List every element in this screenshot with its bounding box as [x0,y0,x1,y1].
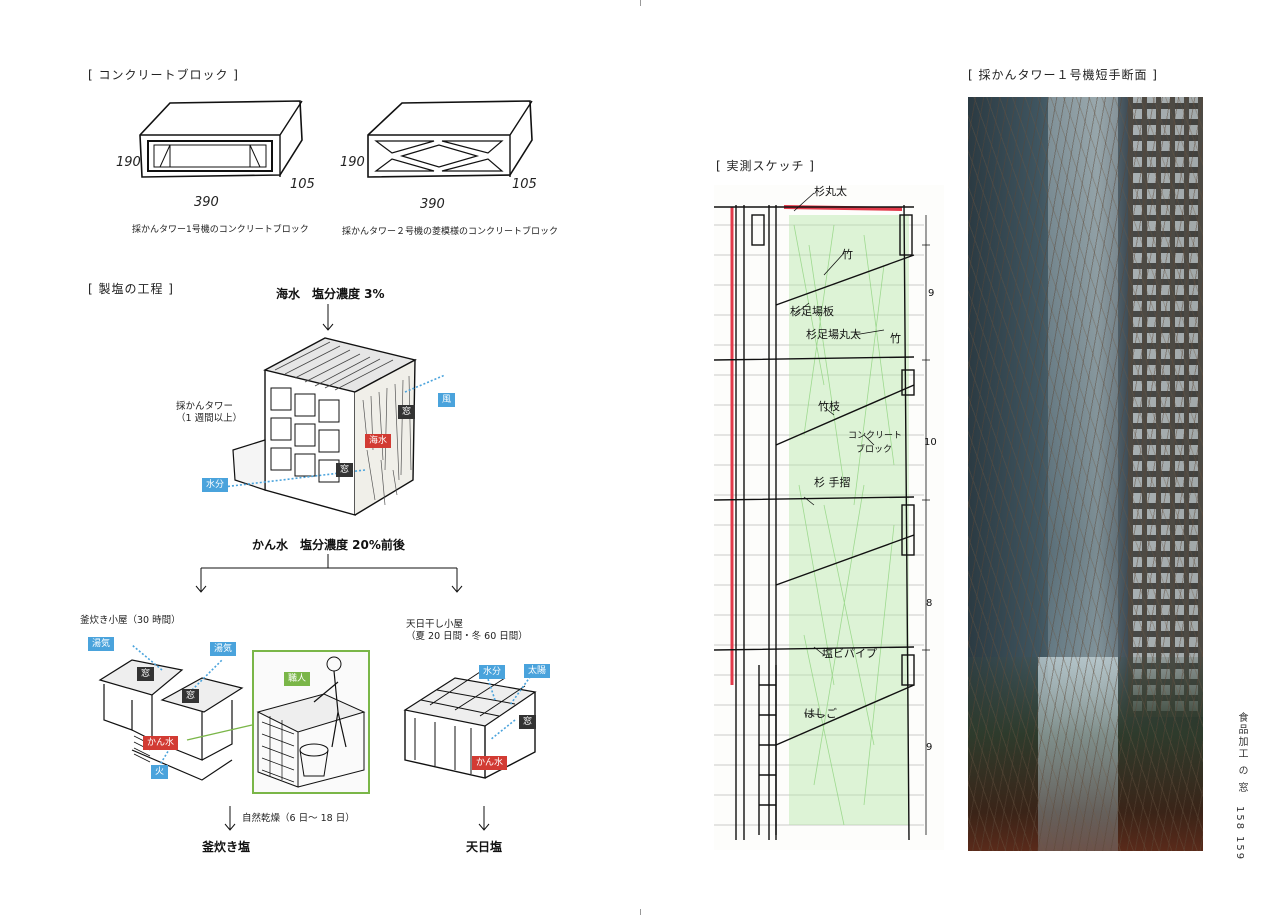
seawater-label: 海水 塩分濃度 3% [276,287,385,301]
arrow-down-sun [478,806,490,831]
gutter-mark-bottom [640,909,641,915]
label-sugi-log: 杉丸太 [814,185,847,198]
block1-dim-190: 190 [116,155,141,170]
measured-sketch [713,192,930,841]
label-scaffold-board: 杉足場板 [790,305,834,318]
kansui-label: かん水 塩分濃度 20%前後 [252,538,405,552]
page-number-159: 159 [1234,836,1245,862]
arrow-down-1 [322,304,334,331]
label-pvc-pipe: 塩ビパイプ [822,647,877,660]
tag-steam-2: 湯気 [210,642,237,656]
block1-caption: 採かんタワー1号機のコンクリートブロック [132,225,309,235]
tag-seawater: 海水 [365,434,392,448]
dry-note: 自然乾燥（6 日〜 18 日） [242,813,355,824]
tenpi-salt: 天日塩 [466,840,503,854]
sketch-paper [714,185,944,850]
sun-hut-label-2: （夏 20 日間・冬 60 日間） [406,631,528,642]
block2-dim-105: 105 [512,177,537,192]
sketch-title: [ 実測スケッチ ] [716,159,815,173]
tag-craftsman: 職人 [284,672,311,686]
tower-drawing [213,337,446,516]
tag-window-1: 窓 [398,405,416,419]
dim-9-b: 9 [926,742,933,753]
page-number-158: 158 [1234,806,1245,832]
tag-sun-kansui: かん水 [472,756,508,770]
photo-water-reflection [1038,657,1118,851]
tower-label-2: （1 週間以上） [176,413,243,424]
kamadaki-salt: 釜炊き塩 [202,840,251,854]
concrete-block-2-drawing [367,100,533,178]
tag-boil-kansui: かん水 [143,736,179,750]
boil-hut-drawing [98,644,253,781]
tower-label-1: 採かんタワー [176,401,234,412]
concrete-block-title: [ コンクリートブロック ] [88,68,239,82]
branch-arrows [195,554,463,593]
tag-boil-window-1: 窓 [137,667,155,681]
block1-dim-390: 390 [194,195,219,210]
label-block: ブロック [856,445,893,455]
label-bamboo-branch: 竹枝 [818,400,840,413]
arrow-down-boil [224,806,236,831]
tag-wind: 風 [438,393,456,407]
tower-photo [968,97,1203,851]
label-handrail: 杉 手摺 [814,476,851,489]
photo-block-grid [1128,97,1203,717]
tag-moisture: 水分 [202,478,229,492]
dim-10: 10 [924,437,937,448]
dim-9-a: 9 [928,288,935,299]
sun-hut-label-1: 天日干し小屋 [406,619,464,630]
block2-dim-390: 390 [420,197,445,212]
photo-title: [ 採かんタワー１号機短手断面 ] [968,68,1158,82]
label-bamboo-2: 竹 [890,332,901,345]
tag-sun-window: 窓 [519,715,537,729]
block2-dim-190: 190 [340,155,365,170]
gutter-mark-top [640,0,641,6]
tag-boil-window-2: 窓 [182,689,200,703]
process-title: [ 製塩の工程 ] [88,282,174,296]
photo-branches [968,97,1203,851]
block2-caption: 採かんタワー２号機の菱模様のコンクリートブロック [342,227,559,237]
boil-hut-label: 釜炊き小屋（30 時間） [80,615,181,626]
label-bamboo-1: 竹 [842,248,853,261]
label-scaffold-log: 杉足場丸太 [806,328,861,341]
tag-steam-1: 湯気 [88,637,115,651]
concrete-block-1-drawing [139,100,303,178]
tag-fire: 火 [151,765,169,779]
block1-dim-105: 105 [290,177,315,192]
label-concrete: コンクリート [848,431,903,441]
craftsman-drawing [256,656,366,788]
tag-window-2: 窓 [336,463,354,477]
tag-sun: 太陽 [524,664,551,678]
side-title: 食品加工 の 窓 [1236,712,1247,795]
sun-hut-drawing [403,669,537,779]
tag-sun-moisture: 水分 [479,665,506,679]
dim-8: 8 [926,598,933,609]
label-ladder: はしご [804,707,837,720]
